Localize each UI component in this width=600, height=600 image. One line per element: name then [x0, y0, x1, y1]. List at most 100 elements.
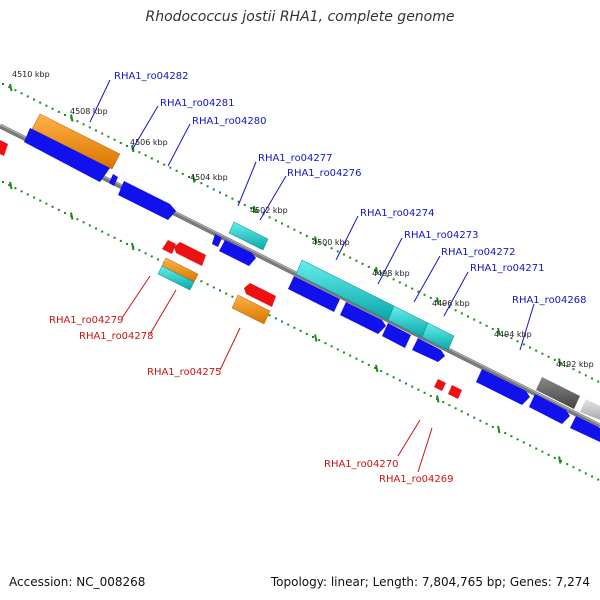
- upper-scale-dot: [82, 123, 85, 126]
- gene-blue-small-1[interactable]: [109, 174, 118, 186]
- upper-scale-dot: [429, 296, 432, 299]
- lower-major-tick: [314, 334, 318, 342]
- gene-blue-6[interactable]: [382, 323, 411, 348]
- gene-cyan-1[interactable]: [228, 221, 269, 251]
- upper-scale-dot: [355, 259, 358, 262]
- gene-red-3[interactable]: [244, 283, 276, 307]
- upper-scale-dot: [188, 176, 190, 178]
- upper-scale-dot: [324, 244, 327, 247]
- gene-label-ro04270: RHA1_ro04270: [324, 459, 399, 470]
- upper-scale-dot: [88, 126, 91, 129]
- lower-scale-dot: [51, 205, 54, 208]
- lower-scale-dot: [107, 233, 110, 236]
- gene-blue-9[interactable]: [529, 394, 570, 424]
- scale-label-4498: 4498 kbp: [372, 269, 410, 278]
- upper-scale-dot: [312, 238, 314, 240]
- upper-scale-dot: [150, 157, 153, 160]
- lower-scale-dot: [405, 382, 407, 385]
- gene-blue-10[interactable]: [570, 416, 600, 442]
- lower-scale-dot: [411, 385, 414, 388]
- lower-scale-dot: [361, 360, 364, 363]
- upper-scale-dot: [566, 365, 569, 368]
- upper-scale-dot: [8, 86, 11, 89]
- gene-cyan-lower[interactable]: [157, 265, 195, 291]
- forward-strand-genes: [24, 113, 600, 442]
- gene-orange-lower-2[interactable]: [231, 294, 271, 325]
- upper-scale-dot: [299, 231, 302, 234]
- gene-label-ro04268: RHA1_ro04268: [512, 295, 587, 306]
- lower-scale-dot: [535, 447, 538, 450]
- gene-red-4[interactable]: [434, 379, 446, 391]
- lower-scale-dot: [398, 379, 401, 382]
- lower-scale-dot: [138, 249, 141, 252]
- lower-scale-dot: [566, 463, 569, 466]
- gene-blue-4[interactable]: [288, 276, 340, 312]
- lower-scale-dot: [287, 323, 290, 326]
- lower-scale-dot: [14, 187, 17, 190]
- upper-scale-dot: [268, 216, 271, 219]
- gene-gray-dark[interactable]: [536, 377, 580, 409]
- gene-red-2[interactable]: [174, 242, 206, 266]
- reverse-leader-lines: [121, 275, 433, 473]
- lower-major-tick: [131, 242, 135, 251]
- lower-scale-dot: [479, 419, 482, 422]
- upper-scale-dot: [157, 160, 159, 163]
- lower-scale-dot: [150, 255, 153, 258]
- upper-major-tick: [253, 205, 257, 214]
- reverse-gene-labels: RHA1_ro04279 RHA1_ro04278 RHA1_ro04275 R…: [49, 315, 454, 485]
- lower-scale-dot: [293, 326, 296, 329]
- upper-scale-dot: [274, 219, 277, 222]
- lower-major-tick: [375, 364, 379, 373]
- upper-scale-dot: [485, 324, 488, 327]
- gene-blue-5[interactable]: [340, 302, 386, 334]
- lower-scale-dot: [82, 221, 85, 224]
- lower-scale-dot: [541, 450, 544, 453]
- upper-scale-dot: [200, 182, 203, 185]
- gene-blue-7[interactable]: [412, 338, 445, 362]
- upper-scale-dot: [591, 377, 593, 380]
- lower-scale-dot: [473, 416, 476, 419]
- upper-scale-dot: [39, 101, 42, 104]
- upper-scale-dot: [20, 92, 23, 95]
- gene-cyan-4[interactable]: [421, 322, 455, 351]
- lower-scale-dot: [336, 348, 339, 351]
- lower-scale-dot: [374, 367, 376, 369]
- upper-major-tick: [375, 266, 379, 275]
- gene-gray-light[interactable]: [580, 399, 600, 420]
- upper-scale-dot: [287, 225, 290, 228]
- upper-scale-dot: [417, 290, 420, 293]
- upper-scale-dot: [553, 358, 556, 361]
- upper-scale-dot: [138, 151, 141, 154]
- lower-scale-dot: [33, 196, 35, 199]
- gene-label-ro04280: RHA1_ro04280: [192, 116, 267, 127]
- gene-label-ro04272: RHA1_ro04272: [441, 247, 516, 258]
- gene-red-5[interactable]: [448, 385, 462, 399]
- upper-scale-dot: [367, 265, 370, 268]
- gene-blue-small-2[interactable]: [212, 234, 222, 247]
- gene-red-edge[interactable]: [0, 140, 8, 156]
- lower-scale-dot: [510, 435, 513, 438]
- lower-scale-dot: [380, 370, 383, 373]
- gene-label-ro04271: RHA1_ro04271: [470, 263, 545, 274]
- gene-red-1[interactable]: [162, 240, 176, 254]
- gene-label-ro04282: RHA1_ro04282: [114, 71, 189, 82]
- lower-scale-dot: [516, 438, 519, 441]
- scale-label-4510: 4510 kbp: [12, 70, 50, 79]
- gene-blue-1[interactable]: [24, 128, 110, 182]
- lower-scale-dot: [504, 432, 507, 435]
- upper-scale-dot: [144, 154, 147, 157]
- gene-blue-8[interactable]: [476, 369, 530, 405]
- gene-blue-2[interactable]: [118, 181, 176, 220]
- upper-scale-dot: [281, 222, 283, 225]
- gene-blue-3[interactable]: [219, 240, 256, 266]
- upper-scale-dot: [107, 135, 110, 138]
- gene-orange-upper[interactable]: [31, 113, 121, 170]
- lower-major-tick: [70, 212, 74, 220]
- lower-scale-dot: [547, 453, 550, 456]
- upper-scale-dot: [45, 104, 48, 107]
- upper-scale-dot: [510, 337, 513, 340]
- gene-label-ro04276: RHA1_ro04276: [287, 168, 362, 179]
- gene-label-ro04279: RHA1_ro04279: [49, 315, 124, 326]
- lower-scale-dot: [95, 227, 97, 230]
- lower-scale-dot: [299, 329, 302, 332]
